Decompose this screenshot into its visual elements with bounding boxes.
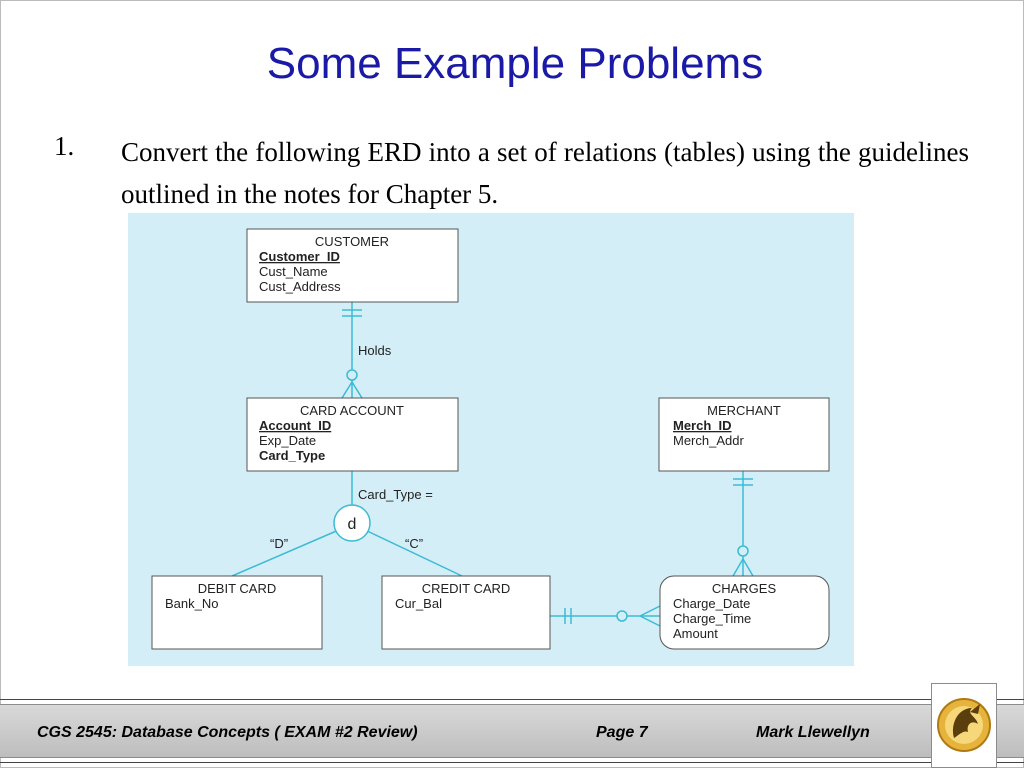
- charges-optional-circle: [616, 610, 628, 622]
- charges-crowfoot-bottom: [639, 615, 661, 627]
- footer-author: Mark Llewellyn: [756, 724, 870, 741]
- attribute: Bank_No: [165, 596, 218, 611]
- entity-name: DEBIT CARD: [198, 581, 277, 596]
- attribute: Charge_Time: [673, 611, 751, 626]
- primary-key: Customer_ID: [259, 249, 340, 264]
- footer-divider-bottom: [0, 762, 1024, 763]
- entity-credit-card: CREDIT CARD Cur_Bal: [381, 575, 551, 650]
- entity-charges: CHARGES Charge_Date Charge_Time Amount: [659, 575, 830, 650]
- primary-key: Account_ID: [259, 418, 331, 433]
- slide-title: Some Example Problems: [266, 39, 764, 88]
- entity-debit-card: DEBIT CARD Bank_No: [151, 575, 323, 650]
- disjoint-symbol: d: [348, 516, 357, 533]
- attribute: Exp_Date: [259, 433, 316, 448]
- merchant-optional-circle: [737, 545, 749, 557]
- footer-page-number: Page 7: [596, 724, 648, 741]
- discriminator-attribute: Card_Type: [259, 448, 325, 463]
- list-item-number: 1.: [54, 131, 75, 161]
- credit-value-label: “C”: [405, 536, 423, 551]
- pegasus-logo-icon: [937, 698, 991, 752]
- attribute: Amount: [673, 626, 718, 641]
- erd-diagram: d Holds Card_Type = “D” “C” CUSTOMER Cus…: [128, 213, 854, 671]
- attribute: Merch_Addr: [673, 433, 744, 448]
- university-logo: [931, 683, 997, 768]
- attribute: Charge_Date: [673, 596, 750, 611]
- entity-customer-box: [246, 228, 459, 303]
- entity-name: CREDIT CARD: [422, 581, 511, 596]
- holds-crowfoot-right: [351, 381, 363, 399]
- footer-course: CGS 2545: Database Concepts ( EXAM #2 Re…: [37, 724, 418, 741]
- entity-name: CARD ACCOUNT: [300, 403, 404, 418]
- attribute: Cur_Bal: [395, 596, 442, 611]
- entity-name: CUSTOMER: [315, 234, 389, 249]
- holds-optional-circle: [346, 369, 358, 381]
- erd-canvas: d Holds Card_Type = “D” “C” CUSTOMER Cus…: [128, 213, 854, 666]
- entity-name: CHARGES: [712, 581, 777, 596]
- discriminator-label: Card_Type =: [358, 487, 433, 502]
- entity-name: MERCHANT: [707, 403, 781, 418]
- credit-subtype-line: [362, 528, 463, 577]
- entity-debit-card-box: [151, 575, 323, 650]
- entity-card-account: CARD ACCOUNT Account_ID Exp_Date Card_Ty…: [246, 397, 459, 472]
- holds-crowfoot-left: [341, 381, 353, 399]
- entity-charges-box: [659, 575, 830, 650]
- disjoint-circle: [333, 504, 371, 542]
- entity-merchant-box: [658, 397, 830, 472]
- relationship-lines: [231, 302, 754, 627]
- attribute: Cust_Name: [259, 264, 328, 279]
- holds-label: Holds: [358, 343, 392, 358]
- debit-value-label: “D”: [270, 536, 288, 551]
- attribute: Cust_Address: [259, 279, 341, 294]
- entity-card-account-box: [246, 397, 459, 472]
- primary-key: Merch_ID: [673, 418, 732, 433]
- footer-divider-top: [0, 699, 1024, 700]
- charges-crowfoot-top: [639, 605, 661, 617]
- footer-bar: [0, 704, 1024, 758]
- entity-customer: CUSTOMER Customer_ID Cust_Name Cust_Addr…: [246, 228, 459, 303]
- entity-credit-card-box: [381, 575, 551, 650]
- merchant-crowfoot-left: [732, 558, 744, 577]
- list-item-text: Convert the following ERD into a set of …: [121, 137, 969, 209]
- entity-merchant: MERCHANT Merch_ID Merch_Addr: [658, 397, 830, 472]
- debit-subtype-line: [231, 528, 342, 577]
- merchant-crowfoot-right: [742, 558, 754, 577]
